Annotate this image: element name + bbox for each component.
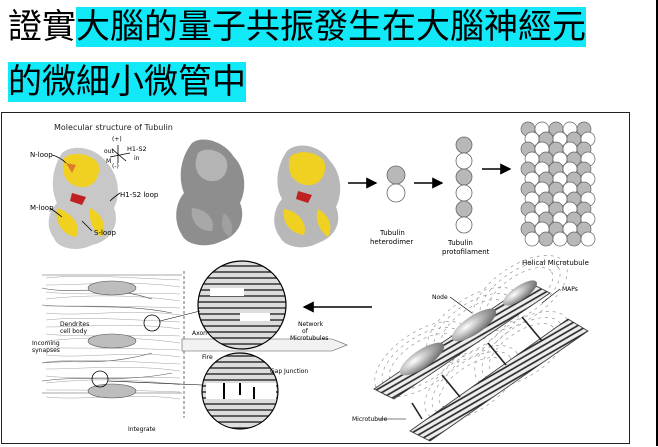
label-leader-lines bbox=[49, 154, 121, 232]
dendrite-line bbox=[45, 360, 181, 365]
slide-title-line-1: 證實大腦的量子共振發生在大腦神經元 bbox=[8, 2, 586, 52]
label-helical-microtubule: Helical Microtubule bbox=[522, 259, 589, 267]
dendrite-line bbox=[45, 276, 181, 281]
microtubule-subunit bbox=[566, 231, 582, 247]
dendrite-line bbox=[45, 367, 181, 372]
dendrite-line bbox=[45, 305, 181, 309]
label-network-1: Network bbox=[298, 321, 324, 328]
label-m-loop: M-loop bbox=[30, 204, 54, 212]
label-out: out bbox=[104, 148, 114, 155]
title-highlight-1: 大腦的量子共振發生在大腦神經元 bbox=[76, 7, 586, 47]
label-gap-junction: Gap Junction bbox=[270, 368, 308, 375]
dendrite-line bbox=[45, 325, 181, 330]
vibration-wave bbox=[424, 345, 520, 421]
title-highlight-2: 的微細小微管中 bbox=[8, 62, 246, 102]
label-incoming-1: Incoming bbox=[32, 340, 60, 347]
label-integrate: Integrate bbox=[128, 426, 156, 433]
label-tubulin-protofilament-1: Tubulin bbox=[447, 239, 473, 247]
gap-junction-zoom bbox=[201, 352, 279, 430]
slide-right-border bbox=[656, 0, 658, 446]
label-n-loop: N-loop bbox=[30, 151, 53, 159]
tubulin-structure-colored-2 bbox=[274, 145, 341, 248]
microtubule-subunit bbox=[538, 231, 554, 247]
label-incoming-2: synapses bbox=[32, 347, 60, 354]
tubulin-heterodimer-icon bbox=[386, 165, 406, 203]
label-in: in bbox=[134, 155, 140, 162]
label-node: Node bbox=[432, 294, 448, 301]
label-s-loop: S-loop bbox=[94, 229, 116, 237]
label-tubulin-heterodimer-1: Tubulin bbox=[379, 229, 405, 237]
label-microtubule: Microtubule bbox=[352, 416, 388, 423]
neuron-network-diagram bbox=[41, 271, 348, 418]
label-h1s2: H1-S2 bbox=[127, 145, 147, 153]
figure-heading: Molecular structure of Tubulin bbox=[54, 123, 173, 132]
microtubule-subunit bbox=[524, 231, 540, 247]
microtubule-network-zoom bbox=[197, 260, 287, 350]
tubulin-structure-colored-1 bbox=[48, 147, 118, 249]
label-network-2: of bbox=[302, 328, 309, 335]
label-h1s2-loop: H1-S2 loop bbox=[120, 191, 159, 199]
label-network-3: Microtubules bbox=[290, 335, 328, 342]
tubulin-figure: Molecular structure of Tubulin N-loop M-… bbox=[30, 121, 596, 442]
dendrite-line bbox=[45, 375, 181, 379]
dendrite-line bbox=[45, 318, 181, 323]
vibration-wave bbox=[431, 351, 513, 415]
vibration-wave bbox=[474, 311, 570, 387]
dendrite-line bbox=[45, 354, 181, 358]
dendrite-line bbox=[45, 295, 181, 302]
figure-frame: Molecular structure of Tubulin N-loop M-… bbox=[1, 112, 630, 444]
label-minus: (-) bbox=[112, 163, 119, 170]
label-maps: MAPs bbox=[562, 286, 578, 293]
dendrite-line bbox=[45, 347, 181, 351]
label-plus: (+) bbox=[112, 136, 122, 143]
vibration-wave bbox=[481, 317, 563, 381]
label-tubulin-heterodimer-2: heterodimer bbox=[370, 238, 413, 246]
title-plain: 證實 bbox=[8, 7, 76, 47]
helical-microtubule-icon bbox=[520, 121, 596, 247]
slide-title-line-2: 的微細小微管中 bbox=[8, 57, 246, 107]
label-tubulin-protofilament-2: protofilament bbox=[442, 248, 490, 256]
axis-cross-icon bbox=[109, 145, 131, 163]
vibration-wave bbox=[472, 255, 568, 331]
microtubule-subunit bbox=[580, 231, 596, 247]
microtubule-subunit bbox=[552, 231, 568, 247]
dendrite-line bbox=[45, 312, 181, 316]
label-fire: Fire bbox=[202, 354, 213, 361]
label-dendrites-1: Dendrites bbox=[60, 321, 89, 328]
tubulin-structure-grey bbox=[176, 139, 245, 246]
tubulin-protofilament-icon bbox=[455, 136, 473, 234]
label-axon: Axon bbox=[192, 330, 207, 337]
vibration-wave bbox=[479, 261, 561, 325]
label-dendrites-2: cell body bbox=[60, 328, 88, 335]
microtubule-pair-diagram bbox=[373, 255, 589, 442]
label-m: M bbox=[106, 158, 111, 165]
